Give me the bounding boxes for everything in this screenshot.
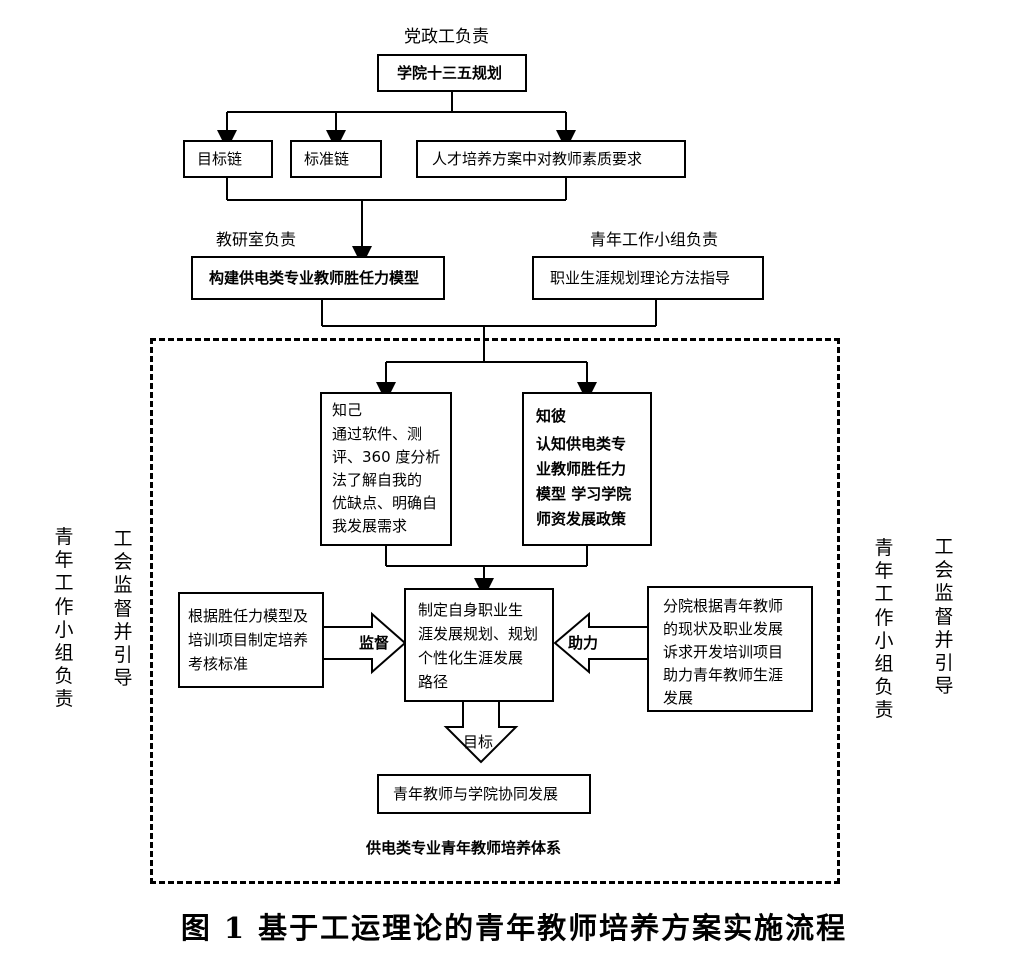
- side-char: 青: [54, 526, 74, 548]
- assessment-standard-box: 根据胜任力模型及 培训项目制定培养 考核标准: [178, 592, 324, 688]
- goal-label: 目标: [463, 733, 494, 751]
- side-char: 并: [113, 620, 133, 643]
- figure-caption: 图 1 基于工运理论的青年教师培养方案实施流程: [180, 911, 848, 945]
- top-plan-text: 学院十三五规划: [397, 64, 503, 82]
- career-plan-line-2: 涯发展规划、规划: [418, 625, 539, 643]
- side-char: 青: [874, 537, 894, 559]
- branch-training-line-3: 诉求开发培训项目: [663, 643, 784, 661]
- career-plan-box: 制定自身职业生 涯发展规划、规划 个性化生涯发展 路径: [404, 588, 554, 702]
- side-char: 责: [54, 688, 74, 711]
- side-char: 作: [54, 595, 74, 618]
- teaching-office-label: 教研室负责: [216, 230, 297, 249]
- know-yourself-line-1: 通过软件、测: [332, 425, 423, 443]
- side-char: 会: [113, 551, 133, 574]
- side-char: 引: [113, 643, 133, 666]
- side-char: 年: [54, 549, 74, 572]
- branch-training-line-2: 的现状及职业发展: [663, 620, 784, 638]
- know-others-line-2: 业教师胜任力: [536, 460, 627, 478]
- side-left-outer-text: 青年工作小组负责: [52, 526, 76, 711]
- top-responsibility-label: 党政工负责: [404, 27, 489, 47]
- talent-plan-requirement-text: 人才培养方案中对教师素质要求: [432, 150, 643, 168]
- side-char: 导: [113, 667, 133, 690]
- know-others-box: 知彼 认知供电类专 业教师胜任力 模型 学习学院 师资发展政策: [522, 392, 652, 546]
- assessment-standard-line-1: 根据胜任力模型及: [188, 607, 309, 625]
- side-char: 监: [113, 574, 133, 597]
- side-char: 小: [54, 618, 74, 641]
- career-guidance-box: 职业生涯规划理论方法指导: [532, 256, 764, 300]
- standard-chain-box: 标准链: [290, 140, 382, 178]
- branch-training-line-5: 发展: [663, 689, 694, 707]
- branch-training-line-4: 助力青年教师生涯: [663, 666, 784, 684]
- career-plan-line-1: 制定自身职业生: [418, 601, 524, 619]
- training-system-label: 供电类专业青年教师培养体系: [366, 839, 562, 857]
- side-char: 监: [934, 582, 954, 605]
- competency-model-text: 构建供电类专业教师胜任力模型: [209, 269, 420, 287]
- side-char: 作: [874, 606, 894, 629]
- side-char: 工: [113, 528, 133, 550]
- side-char: 并: [934, 628, 954, 651]
- side-char: 负: [874, 676, 894, 699]
- youth-group-label: 青年工作小组负责: [590, 230, 719, 249]
- side-char: 小: [874, 629, 894, 652]
- branch-training-box: 分院根据青年教师 的现状及职业发展 诉求开发培训项目 助力青年教师生涯 发展: [647, 586, 813, 712]
- assessment-standard-line-3: 考核标准: [188, 655, 249, 673]
- side-char: 督: [113, 597, 133, 620]
- career-plan-line-4: 路径: [418, 673, 449, 691]
- assessment-standard-line-2: 培训项目制定培养: [188, 631, 309, 649]
- side-right-inner-text: 青年工作小组负责: [872, 537, 896, 722]
- side-char: 引: [934, 651, 954, 674]
- know-others-line-4: 师资发展政策: [536, 510, 627, 528]
- training-system-frame: [150, 338, 840, 884]
- talent-plan-requirement-box: 人才培养方案中对教师素质要求: [416, 140, 686, 178]
- target-chain-text: 目标链: [197, 150, 243, 168]
- coordinated-development-box: 青年教师与学院协同发展: [377, 774, 591, 814]
- side-char: 工: [874, 583, 894, 606]
- know-yourself-box: 知己 通过软件、测 评、360 度分析 法了解自我的 优缺点、明确自 我发展需求: [320, 392, 452, 546]
- know-yourself-line-2: 评、360 度分析: [332, 448, 441, 466]
- top-plan-box: 学院十三五规划: [377, 54, 527, 92]
- know-yourself-line-5: 我发展需求: [332, 517, 408, 535]
- know-yourself-line-3: 法了解自我的: [332, 471, 423, 489]
- know-others-title: 知彼: [536, 407, 567, 425]
- side-char: 工: [934, 536, 954, 558]
- career-guidance-text: 职业生涯规划理论方法指导: [550, 269, 731, 287]
- know-yourself-title: 知己: [332, 401, 363, 419]
- side-left-inner-text: 工会监督并引导: [111, 528, 135, 690]
- coordinated-development-text: 青年教师与学院协同发展: [393, 785, 559, 803]
- know-yourself-line-4: 优缺点、明确自: [332, 494, 438, 512]
- side-char: 工: [54, 572, 74, 595]
- know-others-line-1: 认知供电类专: [536, 435, 627, 453]
- side-char: 组: [874, 652, 894, 675]
- side-char: 会: [934, 559, 954, 582]
- help-label: 助力: [568, 634, 599, 652]
- side-char: 年: [874, 560, 894, 583]
- side-char: 负: [54, 665, 74, 688]
- career-plan-line-3: 个性化生涯发展: [418, 649, 524, 667]
- know-others-line-3: 模型 学习学院: [536, 485, 632, 503]
- branch-training-line-1: 分院根据青年教师: [663, 597, 784, 615]
- side-char: 导: [934, 675, 954, 698]
- standard-chain-text: 标准链: [304, 150, 350, 168]
- side-char: 组: [54, 641, 74, 664]
- supervise-label: 监督: [359, 634, 390, 652]
- competency-model-box: 构建供电类专业教师胜任力模型: [191, 256, 445, 300]
- target-chain-box: 目标链: [183, 140, 273, 178]
- side-char: 责: [874, 699, 894, 722]
- side-char: 督: [934, 605, 954, 628]
- side-right-outer-text: 工会监督并引导: [932, 536, 956, 698]
